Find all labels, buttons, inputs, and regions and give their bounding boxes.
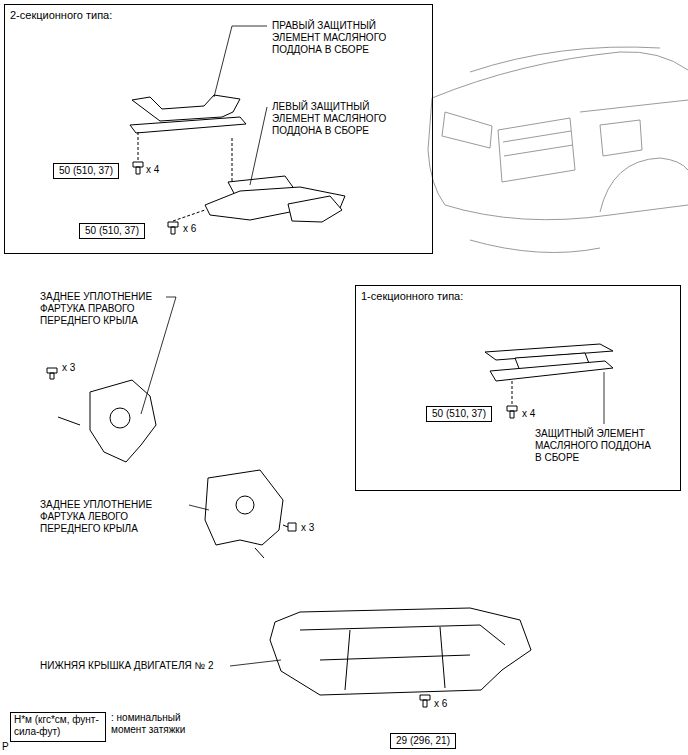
oil-pan-guard-left xyxy=(205,176,345,222)
part-name: НИЖНЯЯ КРЫШКА ДВИГАТЕЛЯ № 2 xyxy=(40,660,214,672)
node-text: 50 (510, 37) xyxy=(59,165,113,177)
part-name: ПРАВЫЙ ЗАЩИТНЫЙ ЭЛЕМЕНТ МАСЛЯНОГО ПОДДОН… xyxy=(272,20,402,56)
legend-note: : номинальный момент затяжки xyxy=(111,712,201,736)
legend-box: Н*м (кгс*см, фунт-сила-фут) xyxy=(10,712,106,742)
node-text: 29 (296, 21) xyxy=(396,735,450,747)
node-text: 2-секционного типа: xyxy=(10,9,112,21)
figure-code: P xyxy=(2,741,9,753)
engine-under-cover xyxy=(270,608,531,695)
part-name: ЗАДНЕЕ УПЛОТНЕНИЕ ФАРТУКА ЛЕВОГО ПЕРЕДНЕ… xyxy=(40,499,170,535)
node-text: 1-секционного типа: xyxy=(361,290,463,302)
oil-pan-guard-right xyxy=(130,95,246,133)
part-name: ЛЕВЫЙ ЗАЩИТНЫЙ ЭЛЕМЕНТ МАСЛЯНОГО ПОДДОНА… xyxy=(272,101,402,137)
quantity: x 3 xyxy=(301,522,314,534)
fender-seal-right xyxy=(47,368,156,462)
quantity: x 6 xyxy=(434,698,447,710)
quantity: x 3 xyxy=(62,362,75,374)
quantity: x 6 xyxy=(183,223,196,235)
assembly-lines xyxy=(138,131,512,404)
node-text: 50 (510, 37) xyxy=(85,225,139,237)
oil-pan-guard-single xyxy=(485,344,613,381)
torque-box: 50 (510, 37) xyxy=(426,406,492,422)
fender-seal-left xyxy=(205,470,296,558)
vehicle-sketch xyxy=(428,47,688,253)
part-name: ЗАЩИТНЫЙ ЭЛЕМЕНТ МАСЛЯНОГО ПОДДОНА В СБО… xyxy=(535,428,660,464)
torque-box: 50 (510, 37) xyxy=(53,163,119,179)
node-text: 50 (510, 37) xyxy=(432,408,486,420)
torque-box: 50 (510, 37) xyxy=(79,223,145,239)
variant-panel: 1-секционного типа: 50 (510, 37) xyxy=(355,285,681,491)
leader-lines xyxy=(141,26,604,666)
node-text: Н*м (кгс*см, фунт-сила-фут) xyxy=(14,714,102,738)
quantity: x 4 xyxy=(146,164,159,176)
quantity: x 4 xyxy=(522,408,535,420)
torque-box: 29 (296, 21) xyxy=(390,733,456,749)
part-name: ЗАДНЕЕ УПЛОТНЕНИЕ ФАРТУКА ПРАВОГО ПЕРЕДН… xyxy=(40,291,170,327)
